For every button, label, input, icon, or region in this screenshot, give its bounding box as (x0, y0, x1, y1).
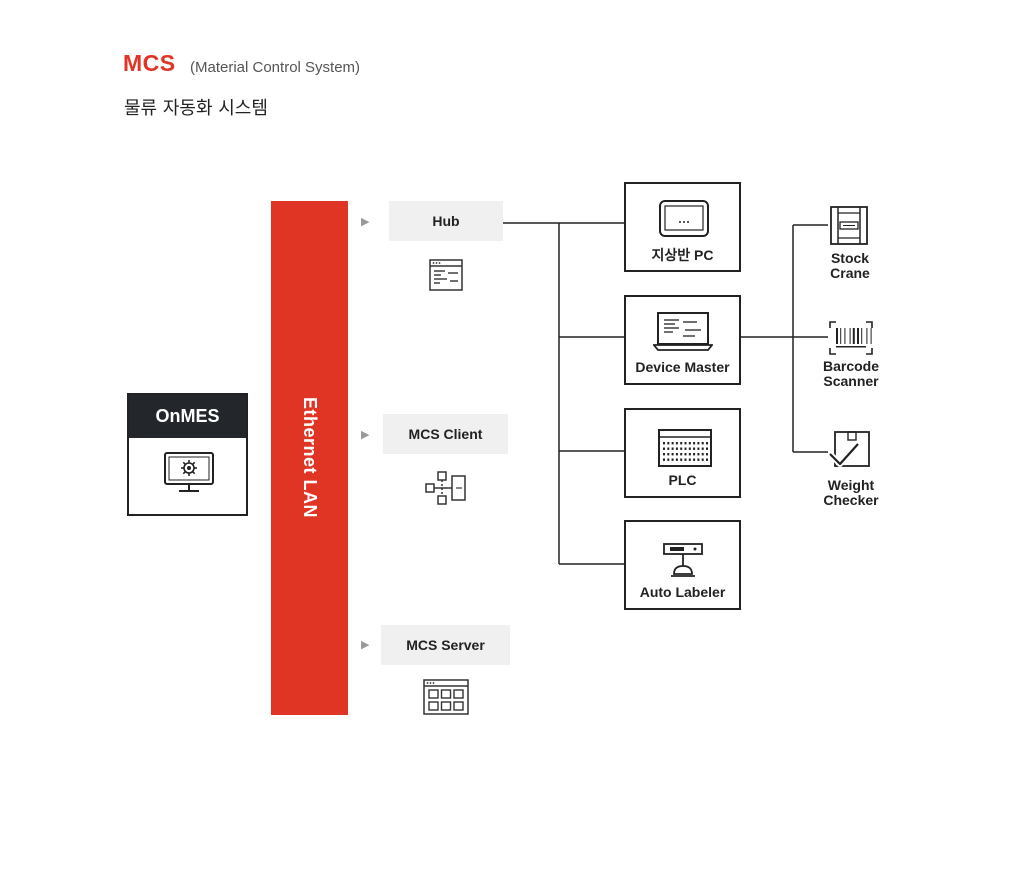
onmes-label: OnMES (129, 395, 246, 438)
page-subtitle-korean: 물류 자동화 시스템 (124, 98, 268, 119)
weight-check-icon (827, 430, 872, 476)
page-subtitle-english: (Material Control System) (190, 59, 361, 76)
peripheral-stock-crane-label: Stock Crane (810, 251, 890, 281)
onmes-box: OnMES (127, 393, 248, 516)
crane-icon (829, 206, 869, 250)
plc-icon (658, 429, 712, 471)
window-code-icon (429, 259, 463, 295)
device-label: 지상반 PC (651, 247, 714, 263)
device-auto-labeler: Auto Labeler (624, 520, 741, 610)
device-ground-panel-pc: 지상반 PC (624, 182, 741, 272)
peripheral-label-line: Checker (823, 492, 879, 508)
service-hub: Hub (389, 201, 503, 241)
peripheral-label-line: Weight (827, 477, 875, 493)
arrow-right-icon: ▶ (361, 428, 370, 441)
network-nodes-icon (424, 471, 468, 511)
peripheral-weight-checker-label: Weight Checker (806, 478, 896, 508)
laptop-icon (652, 312, 714, 356)
device-label: PLC (668, 472, 697, 488)
service-mcs-client: MCS Client (383, 414, 508, 454)
peripheral-label-line: Barcode (822, 358, 880, 374)
peripheral-label-line: Scanner (823, 373, 879, 389)
monitor-gear-icon (163, 450, 215, 502)
device-master: Device Master (624, 295, 741, 385)
barcode-icon (829, 321, 873, 359)
device-label: Device Master (635, 359, 730, 375)
service-mcs-server: MCS Server (381, 625, 510, 665)
window-grid-icon (423, 679, 469, 719)
peripheral-label-line: Stock (830, 250, 870, 266)
labeler-icon (663, 542, 705, 588)
arrow-right-icon: ▶ (361, 215, 370, 228)
peripheral-label-line: Crane (830, 265, 870, 281)
page-title: MCS (123, 50, 176, 76)
device-label: Auto Labeler (639, 584, 726, 600)
ethernet-lan-bar: Ethernet LAN (271, 201, 348, 715)
peripheral-barcode-scanner-label: Barcode Scanner (806, 359, 896, 389)
arrow-right-icon: ▶ (361, 638, 370, 651)
device-plc: PLC (624, 408, 741, 498)
ethernet-lan-label: Ethernet LAN (300, 397, 320, 519)
tablet-icon (659, 200, 709, 242)
